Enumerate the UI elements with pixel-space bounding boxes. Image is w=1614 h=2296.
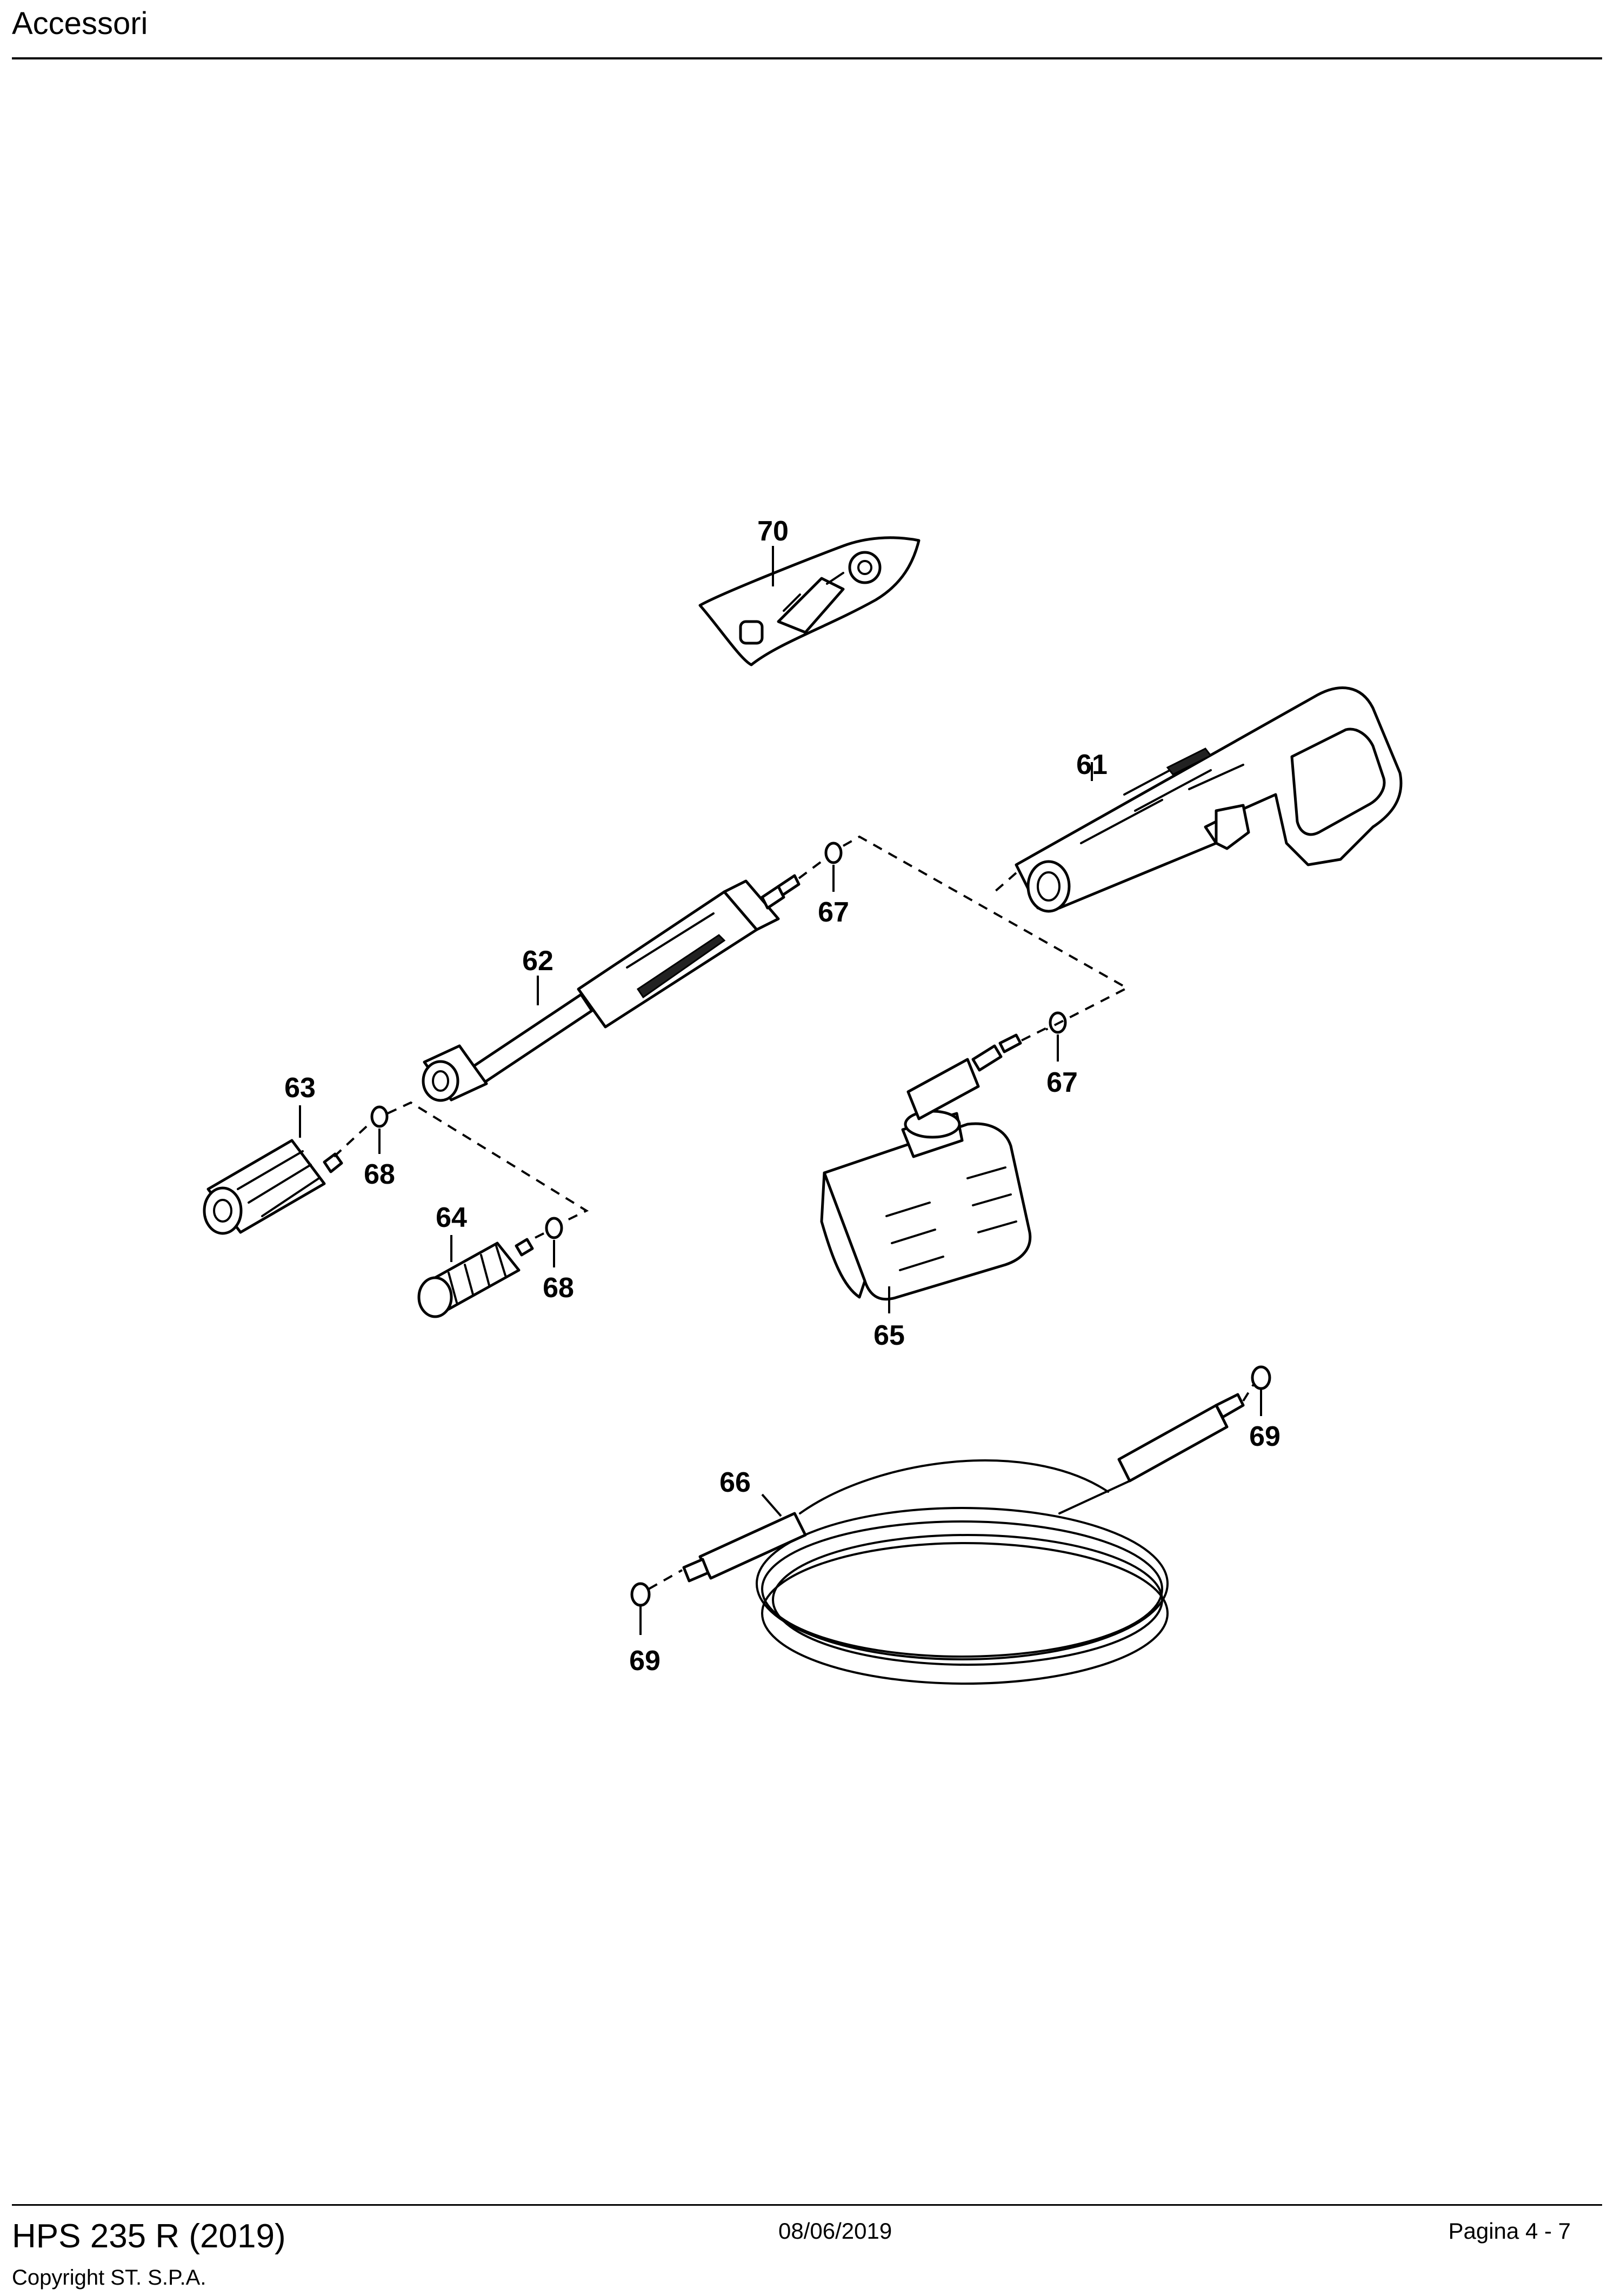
footer-copyright: Copyright ST. S.P.A. (12, 2266, 206, 2290)
o-ring-68-left (370, 1105, 389, 1128)
part-63-variable-nozzle (203, 1139, 343, 1235)
footer-page-number: Pagina 4 - 7 (1448, 2218, 1571, 2244)
part-70-accessory-bag (698, 536, 921, 666)
callout-66: 66 (719, 1467, 751, 1498)
footer-model-name: HPS 235 R (2019) (12, 2218, 286, 2255)
part-66-hose (682, 1393, 1245, 1685)
o-ring-69-left (630, 1582, 651, 1607)
o-ring-67-upper (824, 842, 843, 864)
callout-67-lower: 67 (1046, 1067, 1078, 1098)
header-divider (12, 57, 1602, 59)
o-ring-68-right (545, 1217, 563, 1239)
callout-68-right: 68 (543, 1272, 574, 1304)
callout-68-left: 68 (364, 1159, 395, 1190)
footer-date: 08/06/2019 (778, 2218, 892, 2244)
callout-65: 65 (873, 1320, 905, 1351)
part-65-detergent-bottle (820, 1033, 1032, 1301)
part-62-lance (422, 874, 801, 1102)
callout-61: 61 (1076, 749, 1108, 780)
o-ring-69-right (1251, 1365, 1271, 1390)
assembly-lines (333, 835, 1255, 1590)
page-title: Accessori (12, 6, 148, 41)
part-61-trigger-gun (1015, 686, 1403, 913)
leader-lines (299, 546, 1262, 1635)
callout-70: 70 (757, 516, 789, 547)
callout-63: 63 (284, 1072, 316, 1104)
callout-62: 62 (522, 945, 553, 977)
callout-67-upper: 67 (818, 897, 849, 928)
footer-divider (12, 2204, 1602, 2206)
callout-64: 64 (436, 1202, 467, 1233)
callout-69-left: 69 (629, 1645, 661, 1677)
callout-69-right: 69 (1249, 1421, 1280, 1452)
part-64-rotary-nozzle (417, 1238, 534, 1318)
